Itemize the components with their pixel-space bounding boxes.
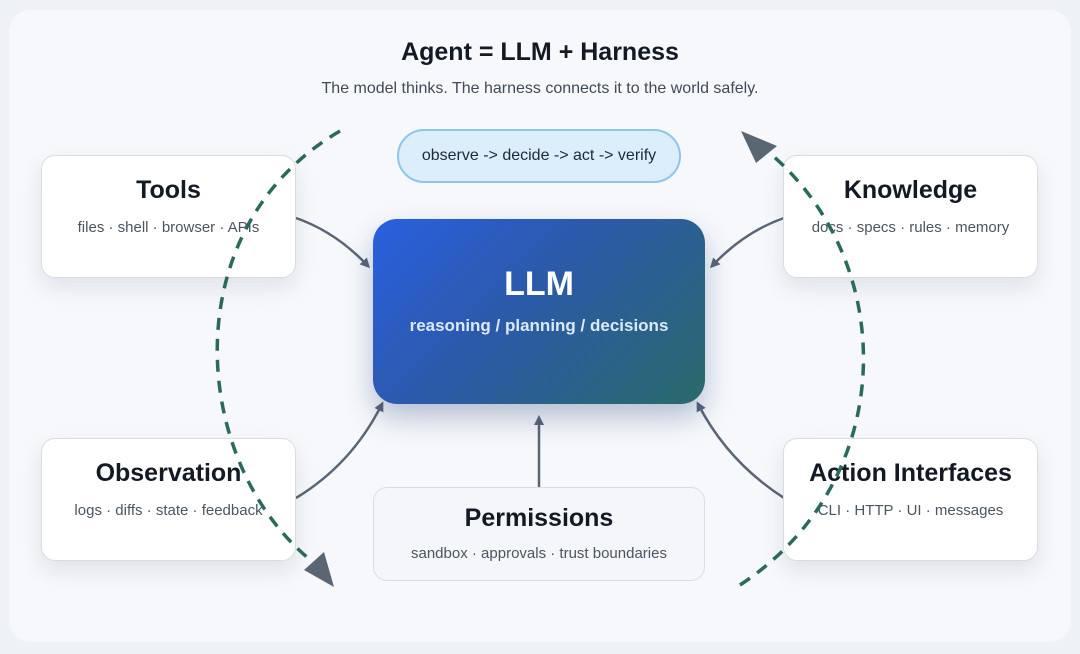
diagram-subtitle: The model thinks. The harness connects i…: [321, 80, 759, 97]
llm-core: LLM reasoning / planning / decisions: [373, 219, 705, 404]
observation-subtitle: logs · diffs · state · feedback: [74, 502, 263, 519]
observation-title: Observation: [95, 459, 242, 487]
tools-title: Tools: [136, 176, 201, 204]
llm-title: LLM: [504, 265, 574, 303]
permissions-title: Permissions: [464, 504, 614, 532]
agent-loop-pill: observe -> decide -> act -> verify: [397, 129, 681, 183]
tools-subtitle: files · shell · browser · APIs: [77, 219, 260, 236]
tools-card: Tools files · shell · browser · APIs: [41, 155, 296, 278]
knowledge-card: Knowledge docs · specs · rules · memory: [783, 155, 1038, 278]
diagram-title: Agent = LLM + Harness: [401, 38, 679, 66]
permissions-subtitle: sandbox · approvals · trust boundaries: [411, 545, 667, 562]
action-interfaces-card: Action Interfaces CLI · HTTP · UI · mess…: [783, 438, 1038, 561]
permissions-card: Permissions sandbox · approvals · trust …: [373, 487, 705, 581]
knowledge-title: Knowledge: [843, 176, 978, 204]
action-interfaces-subtitle: CLI · HTTP · UI · messages: [817, 502, 1004, 519]
knowledge-subtitle: docs · specs · rules · memory: [811, 219, 1010, 236]
observation-card: Observation logs · diffs · state · feedb…: [41, 438, 296, 561]
llm-subtitle: reasoning / planning / decisions: [409, 316, 669, 335]
action-interfaces-title: Action Interfaces: [809, 459, 1012, 487]
